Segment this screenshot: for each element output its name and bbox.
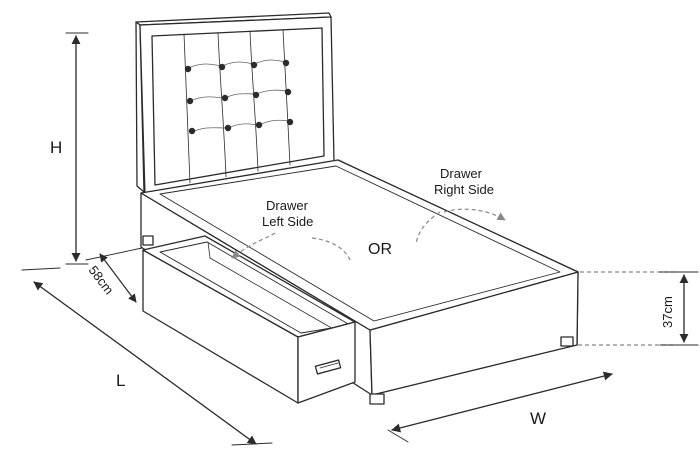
tuft-button — [282, 59, 290, 67]
drawer-right-annotation: Drawer Right Side — [415, 166, 506, 245]
drawer-right-line1: Drawer — [440, 166, 483, 181]
drawer-left-line1: Drawer — [266, 198, 309, 213]
width-label: W — [530, 409, 546, 428]
base-height-label: 37cm — [660, 296, 675, 328]
tuft-button — [221, 94, 229, 102]
tuft-button — [224, 124, 232, 132]
tuft-button — [252, 91, 260, 99]
foot — [369, 393, 385, 405]
drawer-depth-dimension: 58cm — [85, 247, 143, 303]
drawer-left-line2: Left Side — [262, 214, 313, 229]
tuft-button — [286, 118, 294, 126]
headboard-buttons — [184, 59, 294, 135]
drawer-front — [297, 321, 356, 404]
or-label: OR — [368, 241, 392, 258]
length-label: L — [116, 371, 125, 390]
drawer-depth-label: 58cm — [86, 263, 117, 297]
foot — [142, 235, 154, 246]
base-height-dimension: 37cm — [578, 271, 699, 346]
drawer-handle — [314, 359, 342, 375]
width-dimension: W — [387, 371, 613, 443]
foot — [560, 336, 574, 347]
base-top — [140, 159, 579, 331]
headboard-panel — [151, 27, 325, 186]
tuft-button — [250, 61, 258, 69]
tuft-button — [255, 121, 263, 129]
tuft-button — [186, 97, 194, 105]
height-dimension: H — [50, 32, 89, 265]
drawer-left-annotation: Drawer Left Side — [231, 198, 351, 261]
drawer-right-line2: Right Side — [434, 182, 494, 197]
tuft-button — [184, 65, 192, 73]
tuft-button — [218, 63, 226, 71]
tuft-button — [188, 127, 196, 135]
height-label: H — [50, 138, 62, 157]
tuft-button — [284, 88, 292, 96]
length-dimension: L — [21, 267, 273, 446]
